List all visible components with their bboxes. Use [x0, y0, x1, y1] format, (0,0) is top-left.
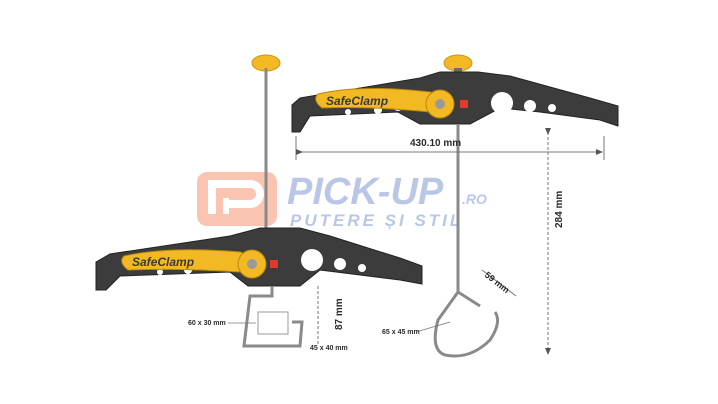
- bottom-square-hook: [242, 286, 304, 348]
- top-lever: [315, 87, 447, 113]
- top-clamp: SafeClamp: [291, 54, 619, 358]
- dimension-height-total: 284 mm: [545, 128, 565, 355]
- top-loop-hook: [433, 291, 500, 358]
- bottom-clamp: SafeClamp: [95, 54, 423, 348]
- dimension-width-top: 430.10 mm: [295, 136, 605, 160]
- top-red-button-icon: [460, 100, 468, 108]
- bottom-brand-text: SafeClamp: [132, 255, 194, 269]
- hook-size-bottom-label: 45 x 40 mm: [310, 345, 348, 352]
- watermark-domain: .RO: [462, 191, 487, 207]
- bottom-lever: [121, 249, 255, 273]
- pickup-logo-icon: [197, 172, 277, 226]
- dimension-loop-width: 59 mm: [481, 269, 517, 297]
- loop-size-label: 65 x 45 mm: [382, 329, 420, 336]
- watermark-logo: PICK-UP .RO PUTERE ȘI STIL: [197, 171, 487, 230]
- watermark-brand: PICK-UP: [287, 171, 444, 213]
- height-label: 284 mm: [554, 191, 565, 228]
- hook-size-left-label: 60 x 30 mm: [188, 320, 226, 327]
- bottom-red-button-icon: [270, 260, 278, 268]
- top-clamp-body: [291, 71, 619, 133]
- hook-height-label: 87 mm: [334, 298, 345, 330]
- top-brand-text: SafeClamp: [326, 94, 388, 108]
- width-label: 430.10 mm: [410, 138, 461, 149]
- watermark-tagline: PUTERE ȘI STIL: [290, 211, 463, 230]
- loop-width-label: 59 mm: [483, 270, 512, 295]
- dimension-hook-height: 87 mm: [317, 286, 345, 346]
